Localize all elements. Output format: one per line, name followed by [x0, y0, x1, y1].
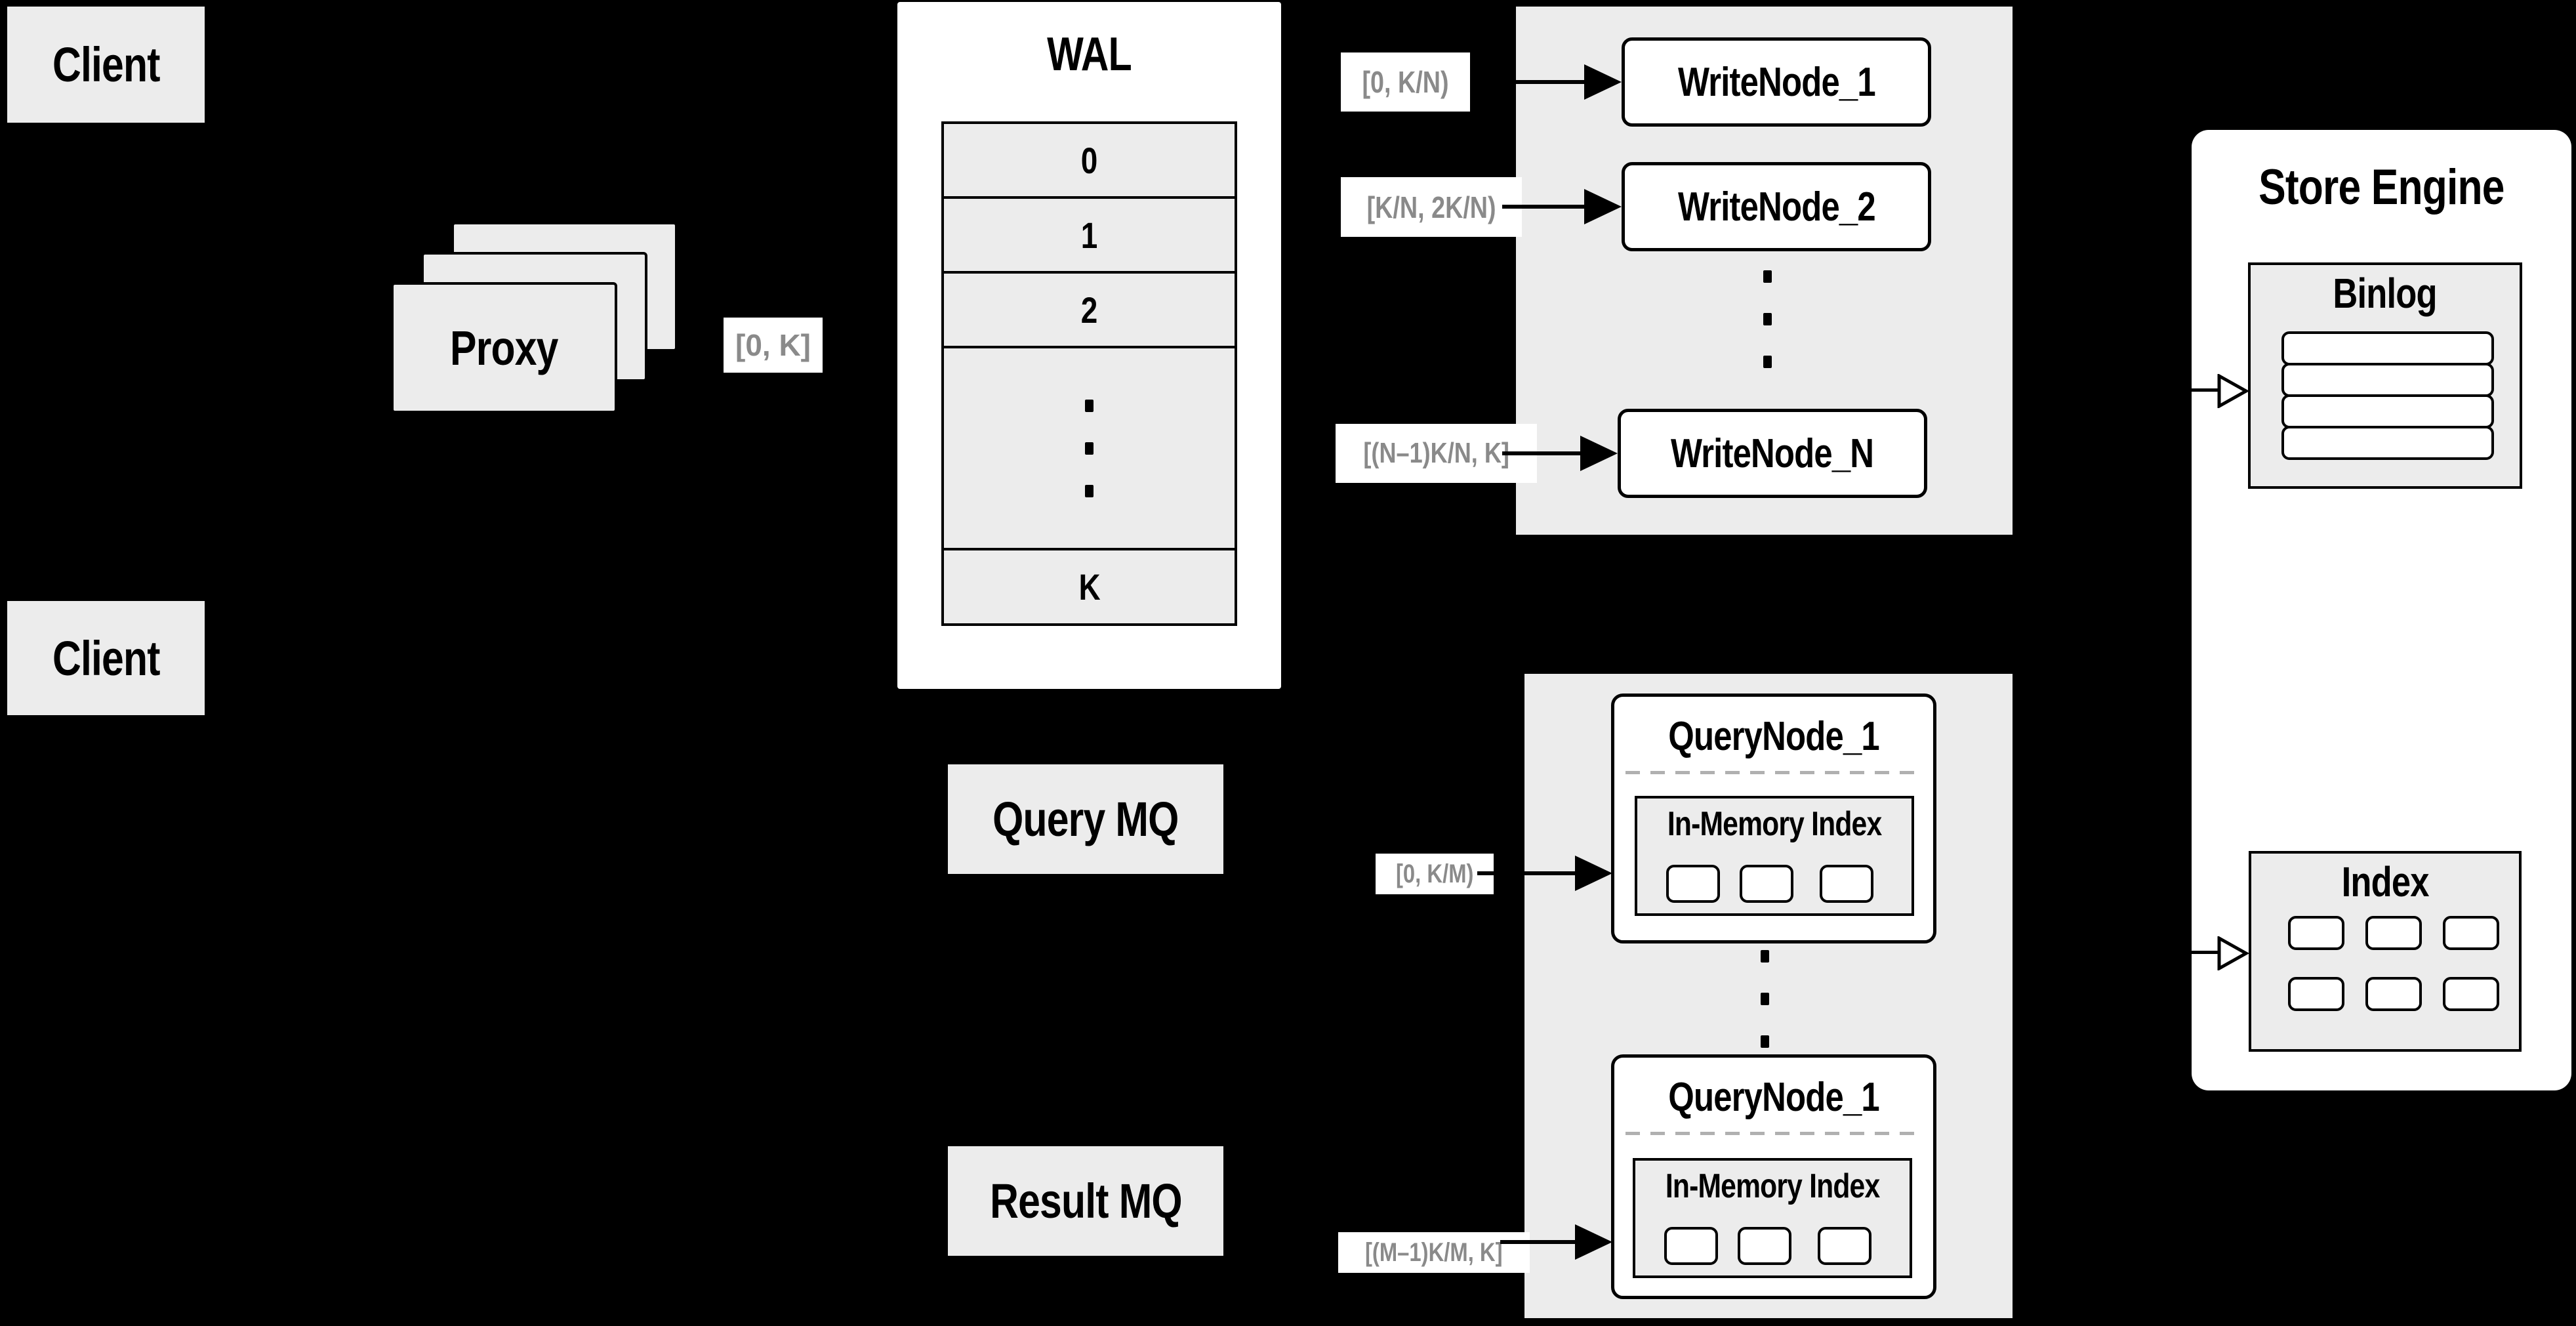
arrow-line-binlog	[2192, 388, 2220, 392]
wal-title: WAL	[1047, 28, 1132, 81]
query-node-2-divider	[1625, 1132, 1922, 1135]
arrow-right-icon-write-2	[1584, 189, 1622, 224]
arrow-right-icon-query-1	[1575, 856, 1612, 891]
arrow-line-write-n	[1502, 451, 1581, 455]
arrow-line-write-1	[1476, 80, 1585, 84]
edge-label-proxy-to-wal: [0, K]	[724, 318, 823, 373]
memory-index-segment	[1738, 1227, 1791, 1265]
write-node-2: WriteNode_2	[1622, 162, 1931, 251]
edge-label-query: [0, K/M)	[1376, 854, 1494, 894]
query-node-1-title: QueryNode_1	[1668, 713, 1879, 759]
index-segment	[2365, 916, 2422, 950]
index-segment	[2443, 916, 2499, 950]
write-node-1: WriteNode_1	[1622, 37, 1931, 127]
wal-container: WAL 0 1 2 K	[897, 2, 1281, 689]
index-segment	[2288, 916, 2344, 950]
index-segment	[2288, 977, 2344, 1011]
wal-row-2: 2	[1081, 289, 1098, 331]
query-mq-node: Query MQ	[946, 762, 1225, 876]
open-arrow-right-icon-index	[2217, 936, 2249, 970]
write-node-2-label: WriteNode_2	[1677, 184, 1876, 230]
store-engine-title-wrap: Store Engine	[2192, 157, 2571, 217]
binlog-row	[2281, 394, 2494, 428]
wal-segment-table: 0 1 2 K	[941, 121, 1237, 626]
proxy-node: Proxy	[391, 282, 617, 413]
result-mq-label: Result MQ	[989, 1174, 1182, 1228]
client-bottom-node: Client	[5, 599, 207, 717]
wal-row-k: K	[1078, 566, 1100, 608]
arrow-right-icon-write-1	[1584, 64, 1622, 100]
write-node-1-label: WriteNode_1	[1677, 59, 1876, 105]
arrow-right-icon-write-n	[1580, 436, 1618, 471]
edge-label-result: [(M–1)K/M, K]	[1338, 1232, 1530, 1273]
memory-index-segment	[1740, 865, 1793, 903]
index-segment	[2443, 977, 2499, 1011]
query-node-2-title-wrap: QueryNode_1	[1611, 1073, 1936, 1121]
memory-index-segment	[1818, 1227, 1871, 1265]
wal-row-1: 1	[1081, 214, 1098, 256]
client-top-label: Client	[52, 37, 160, 92]
index-box: Index	[2249, 851, 2522, 1052]
write-node-n-label: WriteNode_N	[1671, 430, 1874, 476]
binlog-title: Binlog	[2333, 270, 2438, 317]
binlog-row	[2281, 363, 2494, 397]
index-segment	[2365, 977, 2422, 1011]
edge-label-write-2-text: [K/N, 2K/N)	[1366, 190, 1496, 224]
edge-label-query-text: [0, K/M)	[1395, 859, 1474, 888]
query-mq-label: Query MQ	[992, 792, 1179, 846]
arrow-line-index	[2192, 951, 2220, 954]
query-cluster-vertical-ellipsis	[1761, 950, 1769, 1048]
edge-label-write-2: [K/N, 2K/N)	[1341, 177, 1523, 237]
client-top-node: Client	[5, 5, 207, 125]
query-node-2-memory-index-title: In-Memory Index	[1665, 1167, 1880, 1205]
client-bottom-label: Client	[52, 631, 160, 686]
write-cluster-vertical-ellipsis	[1763, 270, 1772, 368]
memory-index-segment	[1666, 865, 1720, 903]
query-node-1-memory-index-title: In-Memory Index	[1667, 805, 1882, 843]
binlog-box: Binlog	[2248, 262, 2522, 489]
memory-index-segment	[1664, 1227, 1718, 1265]
edge-label-result-text: [(M–1)K/M, K]	[1364, 1237, 1503, 1267]
binlog-row	[2281, 426, 2494, 460]
edge-label-write-1-text: [0, K/N)	[1362, 65, 1449, 99]
arrow-right-icon-query-2	[1575, 1224, 1612, 1260]
proxy-label: Proxy	[450, 320, 558, 375]
query-node-2-title: QueryNode_1	[1668, 1074, 1879, 1120]
store-engine-title: Store Engine	[2259, 159, 2504, 215]
edge-label-write-n-text: [(N–1)K/N, K]	[1363, 437, 1509, 469]
memory-index-segment	[1820, 865, 1873, 903]
query-node-1-title-wrap: QueryNode_1	[1611, 712, 1936, 760]
open-arrow-right-icon-binlog	[2217, 374, 2249, 408]
edge-label-proxy-to-wal-text: [0, K]	[735, 328, 811, 362]
wal-title-wrap: WAL	[897, 28, 1281, 81]
index-title: Index	[2341, 858, 2430, 905]
arrow-line-write-2	[1502, 205, 1585, 209]
wal-row-0: 0	[1081, 139, 1098, 181]
arrow-line-query-1	[1477, 871, 1577, 875]
result-mq-node: Result MQ	[946, 1144, 1225, 1258]
wal-vertical-ellipsis	[1085, 399, 1094, 497]
binlog-rows	[2281, 331, 2494, 460]
binlog-row	[2281, 331, 2494, 365]
query-node-1-divider	[1625, 771, 1922, 774]
arrow-line-query-2	[1500, 1240, 1577, 1244]
edge-label-write-1: [0, K/N)	[1341, 52, 1470, 112]
write-node-n: WriteNode_N	[1618, 409, 1927, 498]
